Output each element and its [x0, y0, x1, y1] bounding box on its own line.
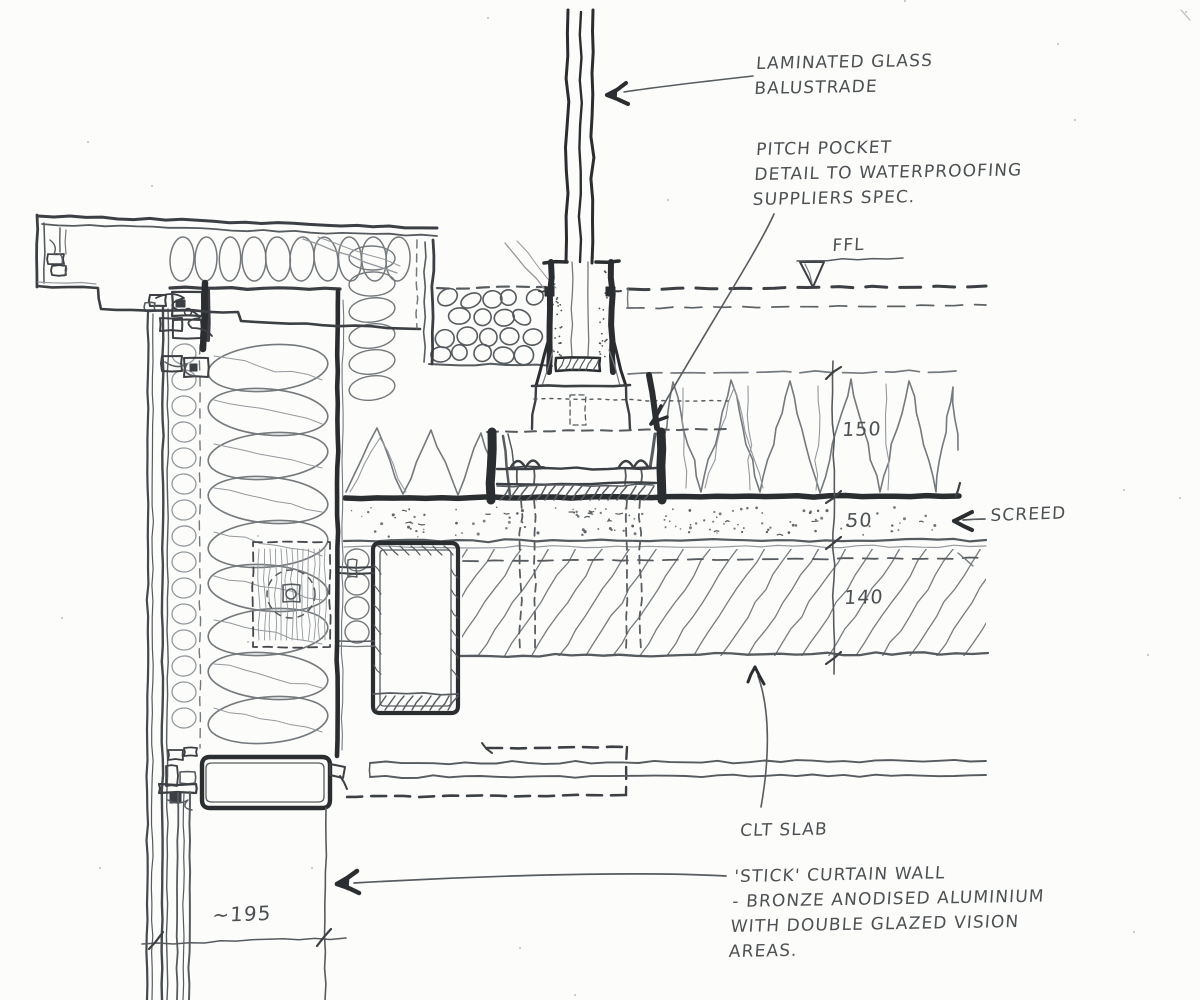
- label-line: DETAIL TO WATERPROOFING: [753, 160, 1024, 185]
- label-clt-slab: CLT SLAB: [739, 819, 829, 841]
- label-screed: SCREED: [989, 503, 1067, 526]
- label-stick-curtain-wall: 'STICK' CURTAIN WALL - BRONZE ANODISED A…: [728, 860, 1047, 965]
- label-line: BALUSTRADE: [753, 76, 879, 99]
- dimension-150: 150: [841, 418, 883, 441]
- label-line: SUPPLIERS SPEC.: [751, 187, 917, 210]
- label-laminated-glass-balustrade: LAMINATED GLASS BALUSTRADE: [753, 49, 934, 102]
- dimension-195: ~195: [211, 900, 273, 927]
- dimension-140: 140: [843, 586, 885, 609]
- label-ffl: FFL: [831, 234, 866, 256]
- dimension-50: 50: [845, 509, 874, 532]
- label-pitch-pocket: PITCH POCKET DETAIL TO WATERPROOFING SUP…: [752, 133, 1025, 213]
- label-line: LAMINATED GLASS: [755, 50, 934, 74]
